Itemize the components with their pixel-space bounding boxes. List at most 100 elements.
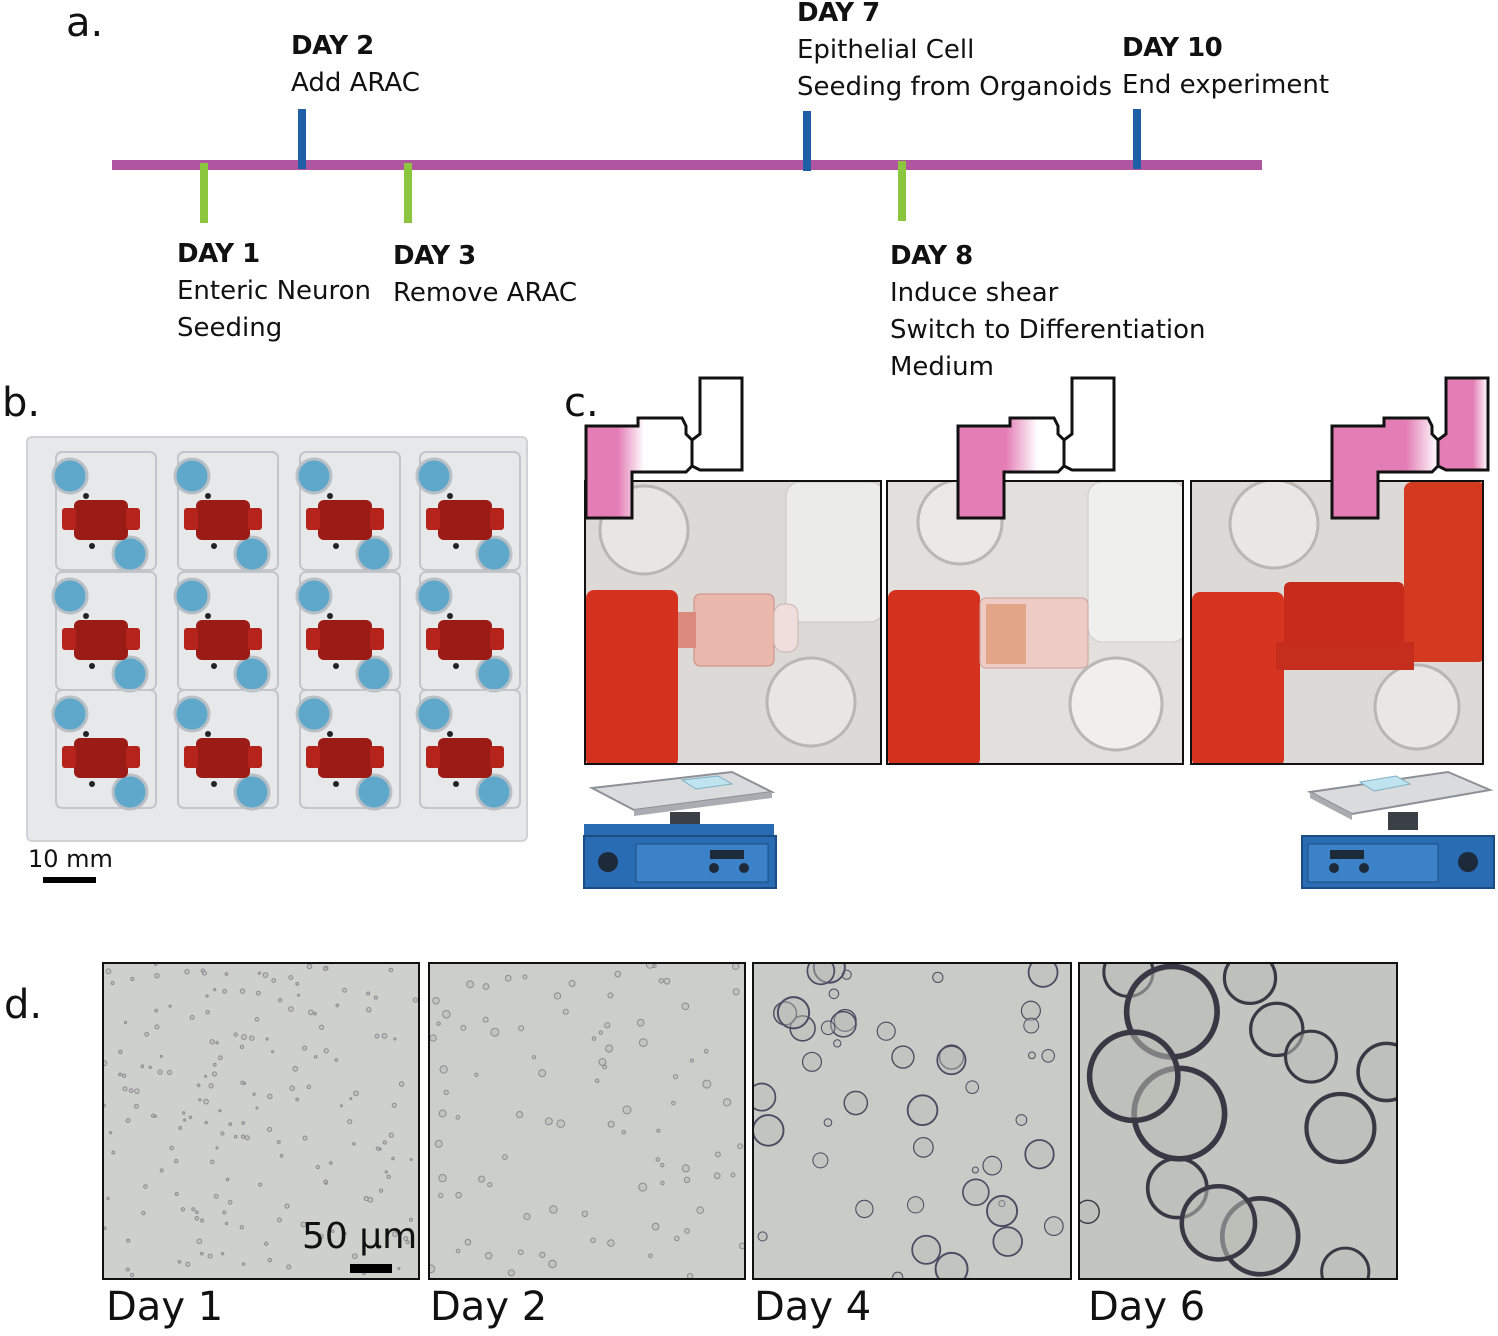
cell [141, 1210, 146, 1216]
cell [104, 1226, 107, 1230]
cell [590, 1237, 596, 1244]
cell [123, 1020, 128, 1025]
cell [656, 1128, 661, 1133]
cell [1320, 1246, 1371, 1278]
timeline-tick-day10 [1133, 109, 1141, 169]
chip-photo-2 [886, 480, 1184, 765]
cell [971, 1166, 979, 1174]
cell [143, 1184, 148, 1189]
cell [297, 993, 301, 997]
cell [703, 1048, 709, 1054]
cell [405, 1240, 410, 1245]
cell [313, 1011, 317, 1016]
cell [241, 1262, 246, 1266]
cell [264, 1241, 269, 1246]
cell [638, 1038, 648, 1048]
cell [194, 1216, 200, 1221]
cell [157, 1069, 163, 1075]
chip-schematic-3 [1330, 376, 1490, 520]
cell [276, 1140, 281, 1145]
cell [196, 1083, 201, 1088]
device-well-blue [295, 457, 333, 495]
cell [501, 1154, 508, 1160]
event-day: DAY 1 [177, 239, 260, 269]
cell [1356, 1041, 1396, 1103]
device-unit [415, 571, 521, 693]
cell [363, 1196, 369, 1202]
cell [686, 1272, 694, 1278]
cell [443, 1089, 449, 1096]
chip-schematic-1 [584, 376, 744, 520]
cell [366, 1007, 372, 1013]
cell [106, 1196, 110, 1201]
device-well-blue [475, 535, 513, 573]
cell [126, 1238, 131, 1243]
cell [105, 968, 112, 975]
cell [504, 974, 512, 982]
device-well-blue [355, 655, 393, 693]
cell [539, 1251, 546, 1258]
cell [239, 1044, 245, 1050]
cell [267, 1257, 273, 1263]
cell [218, 1109, 222, 1113]
event-day: DAY 3 [393, 241, 476, 271]
micrograph-day6-organoids [1080, 964, 1396, 1278]
cell [645, 964, 655, 969]
cell [386, 1174, 391, 1180]
cell [1304, 1091, 1377, 1165]
cell [553, 992, 562, 1000]
cell [374, 1033, 380, 1039]
cell [556, 1119, 566, 1128]
cell [255, 1106, 259, 1110]
cell [403, 1236, 409, 1241]
event-text: End experiment [1122, 70, 1330, 100]
cell [442, 1009, 451, 1019]
cell [460, 1024, 467, 1031]
cell [133, 1103, 139, 1109]
cell [843, 1090, 869, 1116]
cell [681, 1002, 690, 1011]
cell [180, 1207, 186, 1212]
cell [208, 1083, 214, 1089]
timeline-axis [112, 160, 1262, 170]
cell [352, 1142, 356, 1146]
device-illustration [51, 451, 521, 811]
cell [730, 1172, 736, 1178]
cell [388, 1132, 394, 1138]
cell [482, 983, 490, 990]
cell [148, 1065, 152, 1070]
cell [318, 1233, 324, 1240]
cell [833, 1039, 842, 1048]
timeline-tick-day7 [803, 111, 811, 171]
cell [302, 1045, 308, 1051]
cell [288, 975, 294, 981]
cell [222, 1210, 227, 1215]
cell [812, 964, 846, 984]
micrograph-day4 [752, 962, 1072, 1280]
cell [392, 1231, 398, 1238]
cell [347, 1119, 353, 1125]
device-well-blue [111, 655, 149, 693]
cell [684, 1228, 690, 1234]
scale-bar-50um [350, 1264, 392, 1273]
cell [306, 1084, 312, 1090]
panel-label-b: b. [2, 380, 41, 426]
cell [663, 977, 671, 985]
cell [412, 997, 418, 1003]
cell [549, 1205, 558, 1214]
cell [341, 987, 347, 993]
device-chamber-red [438, 738, 492, 778]
cell [220, 1131, 225, 1136]
device-chamber-red [438, 500, 492, 540]
cell [737, 1143, 744, 1150]
cell [689, 1058, 694, 1063]
cell [323, 1179, 328, 1185]
event-text: Seeding [177, 313, 283, 343]
cell [391, 1102, 397, 1108]
cell [118, 1072, 122, 1077]
cell [398, 1081, 405, 1087]
rocking-shaker-icon [583, 770, 777, 889]
cell [129, 1272, 135, 1278]
cell [636, 1018, 645, 1027]
device-chamber-red [318, 738, 372, 778]
